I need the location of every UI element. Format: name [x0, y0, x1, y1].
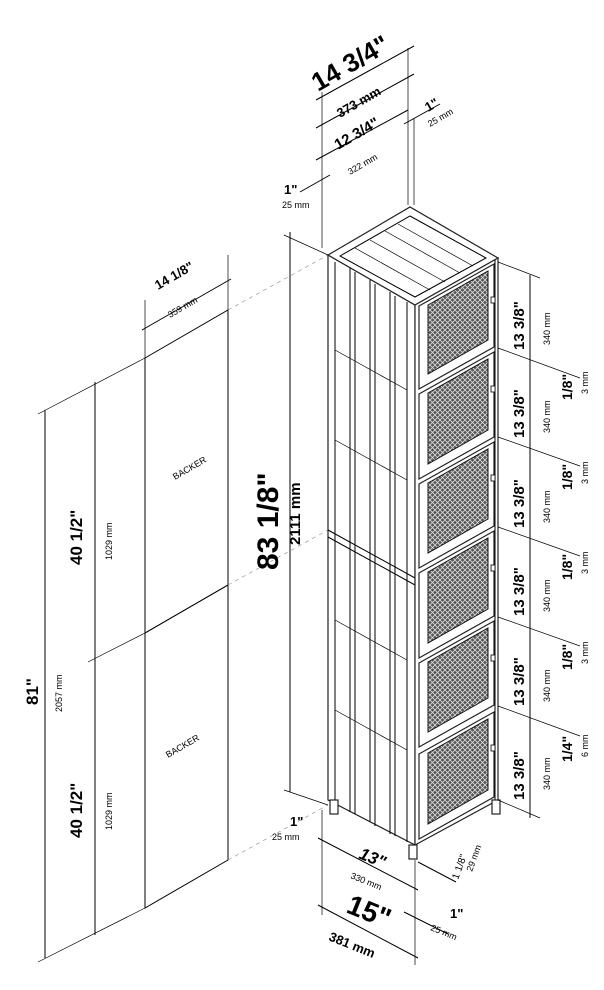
door-3-mm: 340 mm	[542, 490, 552, 523]
door-2-in: 13 3/8"	[511, 389, 528, 438]
door-2[interactable]	[418, 350, 496, 481]
gap-2-mm: 3 mm	[580, 462, 590, 485]
door-3-in: 13 3/8"	[511, 479, 528, 528]
top-inner-in: 12 3/4"	[332, 114, 383, 153]
door-1-in: 13 3/8"	[511, 301, 528, 350]
bottom-right-mm: 25 mm	[429, 923, 458, 943]
backer-total-in: 81"	[23, 678, 42, 705]
backer-total-mm: 2057 mm	[54, 674, 64, 712]
bottom-left-in: 1"	[290, 814, 303, 829]
bottom-overall-in: 15"	[343, 889, 396, 934]
door-4[interactable]	[418, 529, 496, 660]
backer-panels: BACKER BACKER 14 1/8" 359 mm	[141, 254, 329, 909]
door-1-mm: 340 mm	[542, 312, 552, 345]
backer-label-upper: BACKER	[171, 454, 208, 481]
backer-upper-mm: 1029 mm	[104, 522, 114, 560]
top-overall-in: 14 3/4"	[306, 29, 394, 97]
top-inner-mm: 322 mm	[346, 152, 379, 177]
door-6-mm: 340 mm	[542, 757, 552, 790]
gap-4-mm: 3 mm	[580, 642, 590, 665]
gap-1-mm: 3 mm	[580, 372, 590, 395]
bottom-dimensions: 1" 25 mm 13" 330 mm 1 1/8" 29 mm 15" 381…	[272, 810, 483, 965]
gap-3-in: 1/8"	[559, 554, 575, 580]
door-2-mm: 340 mm	[542, 400, 552, 433]
backer-label-lower: BACKER	[164, 732, 201, 759]
height-mm: 2111 mm	[287, 482, 304, 545]
top-overall-mm: 373 mm	[334, 83, 383, 120]
backer-width-in: 14 1/8"	[152, 258, 196, 292]
door-6-in: 13 3/8"	[511, 751, 528, 800]
bottom-overall-mm: 381 mm	[327, 929, 378, 961]
gap-5-mm: 6 mm	[580, 735, 590, 758]
door-5-in: 13 3/8"	[511, 657, 528, 706]
door-4-in: 13 3/8"	[511, 567, 528, 616]
gap-2-in: 1/8"	[559, 464, 575, 490]
top-dimensions: 14 3/4" 373 mm 12 3/4" 322 mm 1" 25 mm 1…	[282, 29, 455, 248]
gap-5-in: 1/4"	[559, 736, 575, 762]
door-5[interactable]	[418, 619, 496, 749]
backer-width-mm: 359 mm	[166, 295, 199, 320]
door-1[interactable]	[418, 262, 496, 391]
top-left-in: 1"	[284, 182, 297, 197]
top-left-mm: 25 mm	[282, 200, 310, 210]
backer-lower-in: 40 1/2"	[67, 783, 86, 838]
bottom-left-mm: 25 mm	[272, 832, 300, 842]
door-5-mm: 340 mm	[542, 669, 552, 702]
top-right-in: 1"	[422, 95, 441, 115]
backer-lower-mm: 1029 mm	[104, 792, 114, 830]
gap-3-mm: 3 mm	[580, 552, 590, 575]
door-6[interactable]	[418, 710, 496, 841]
gap-4-in: 1/8"	[559, 644, 575, 670]
backer-upper-in: 40 1/2"	[67, 510, 86, 565]
backer-height-dimensions: 81" 2057 mm 40 1/2" 1029 mm 40 1/2" 1029…	[23, 357, 146, 963]
gap-1-in: 1/8"	[559, 374, 575, 400]
height-in: 83 1/8"	[252, 472, 285, 570]
door-3[interactable]	[418, 440, 496, 570]
locker-doors	[418, 262, 496, 841]
door-4-mm: 340 mm	[542, 579, 552, 612]
overall-height-dimension: 83 1/8" 2111 mm	[252, 232, 329, 806]
door-dimensions: 13 3/8" 340 mm 13 3/8" 340 mm 13 3/8" 34…	[497, 261, 590, 819]
bottom-inner-in: 13"	[357, 844, 390, 872]
bottom-right-in: 1"	[450, 906, 463, 921]
